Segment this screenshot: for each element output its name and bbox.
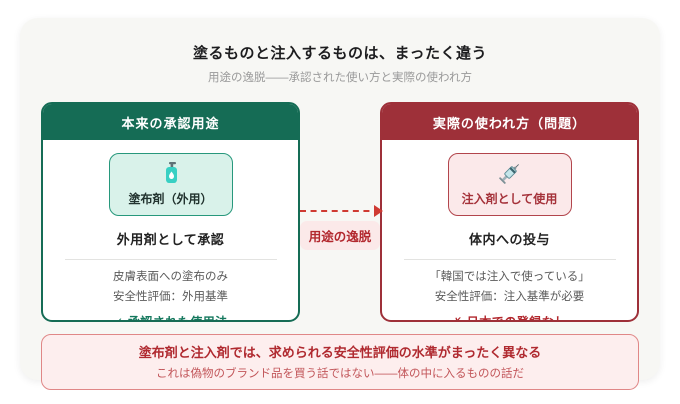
- approved-use-card-body: 塗布剤（外用） 外用剤として承認 皮膚表面への塗布のみ 安全性評価：外用基準 ✓…: [43, 140, 298, 320]
- page-subtitle: 用途の逸脱——承認された使い方と実際の使われ方: [208, 72, 472, 84]
- injection-product-chip: 注入剤として使用: [447, 153, 572, 216]
- check-icon: ✓: [113, 315, 124, 320]
- topical-product-chip: 塗布剤（外用）: [108, 153, 233, 216]
- actual-detail-line: 安全性評価：注入基準が必要: [434, 291, 585, 304]
- approved-use-card-header: 本来の承認用途: [43, 104, 298, 140]
- actual-use-card: 実際の使われ方（問題）: [380, 102, 639, 322]
- transition-column: 用途の逸脱: [299, 102, 383, 250]
- page-title: 塗るものと注入するものは、まったく違う: [193, 45, 487, 62]
- syringe-icon: [497, 161, 523, 185]
- actual-headline: 体内への投与: [468, 232, 550, 247]
- topical-product-label: 塗布剤（外用）: [128, 192, 213, 206]
- actual-detail-line: 「韓国では注入で使っている」: [429, 271, 590, 283]
- approved-details: 皮膚表面への塗布のみ 安全性評価：外用基準: [113, 267, 228, 307]
- lotion-bottle-icon: [159, 161, 183, 185]
- actual-use-card-header: 実際の使われ方（問題）: [382, 104, 637, 140]
- approved-verdict-text: 承認された使用法: [128, 315, 228, 320]
- main-panel: 塗るものと注入するものは、まったく違う 用途の逸脱——承認された使い方と実際の使…: [20, 18, 660, 390]
- x-mark-icon: ✗: [452, 315, 463, 320]
- injection-product-label: 注入剤として使用: [461, 192, 558, 206]
- approved-use-card: 本来の承認用途 塗布剤（外用） 外用剤として承: [41, 102, 300, 322]
- approved-detail-line: 皮膚表面への塗布のみ: [113, 271, 228, 283]
- off-label-use-badge: 用途の逸脱: [299, 221, 381, 250]
- conclusion-banner: 塗布剤と注入剤では、求められる安全性評価の水準がまったく異なる これは偽物のブラ…: [41, 334, 639, 390]
- actual-verdict-text: 日本での登録なし: [467, 315, 567, 320]
- approved-verdict: ✓ 承認された使用法: [113, 313, 228, 320]
- actual-use-card-body: 注入剤として使用 体内への投与 「韓国では注入で使っている」 安全性評価：注入基…: [382, 140, 637, 320]
- left-divider: [64, 259, 277, 260]
- conclusion-sub-text: これは偽物のブランド品を買う話ではない——体の中に入るものの話だ: [156, 368, 524, 380]
- actual-verdict: ✗ 日本での登録なし: [452, 313, 567, 320]
- actual-details: 「韓国では注入で使っている」 安全性評価：注入基準が必要: [429, 267, 589, 307]
- arrowhead-icon: [374, 205, 383, 217]
- conclusion-main-text: 塗布剤と注入剤では、求められる安全性評価の水準がまったく異なる: [138, 345, 542, 360]
- approved-headline: 外用剤として承認: [116, 232, 225, 247]
- dashed-right-arrow-icon: [300, 205, 383, 217]
- approved-detail-line: 安全性評価：外用基準: [113, 291, 228, 304]
- comparison-row: 本来の承認用途 塗布剤（外用） 外用剤として承: [41, 102, 639, 322]
- right-divider: [403, 259, 616, 260]
